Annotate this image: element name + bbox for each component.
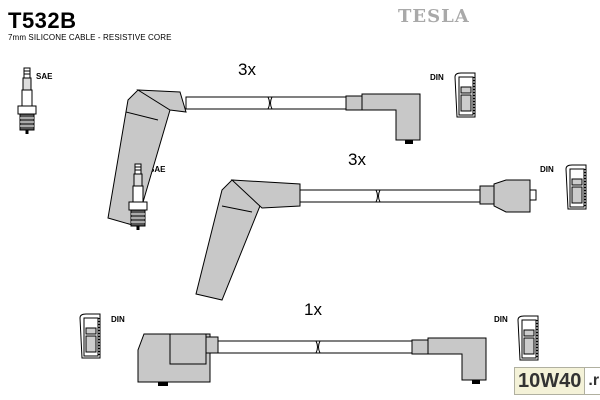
terminal-label-din-1: DIN xyxy=(430,73,444,82)
terminal-label-din-4: DIN xyxy=(494,315,508,324)
quantity-label-cable-2: 3x xyxy=(348,150,366,169)
din-terminal-icon xyxy=(454,72,476,118)
cable-description: 7mm SILICONE CABLE - RESISTIVE CORE xyxy=(8,33,172,42)
cable-1 xyxy=(17,67,476,227)
cable-2 xyxy=(128,163,587,301)
terminal-label-sae-1: SAE xyxy=(36,72,53,81)
din-terminal-icon xyxy=(79,313,101,359)
quantity-label-cable-1: 3x xyxy=(238,60,256,79)
quantity-label-cable-3: 1x xyxy=(304,300,322,319)
watermark-main: 10W40 xyxy=(515,368,585,394)
watermark-logo: 10W40 .ru xyxy=(514,367,600,395)
cable-wire-1 xyxy=(185,96,347,110)
part-number: T532B xyxy=(8,8,77,33)
angled-boot-cable-3-right xyxy=(427,337,487,381)
angled-boot-cable-1 xyxy=(361,93,421,141)
straight-boot-din-cable-2 xyxy=(493,179,531,213)
din-terminal-icon xyxy=(517,315,539,361)
terminal-label-din-3: DIN xyxy=(111,315,125,324)
cable-3 xyxy=(79,313,539,386)
terminal-label-sae-2: SAE xyxy=(149,165,166,174)
spark-plug-sae-icon xyxy=(17,67,37,135)
terminal-label-din-2: DIN xyxy=(540,165,554,174)
din-terminal-icon xyxy=(565,164,587,210)
cable-wire-3 xyxy=(217,340,431,354)
brand-logo: TESLA xyxy=(398,6,470,27)
watermark-suffix: .ru xyxy=(584,368,600,394)
cable-wire-2 xyxy=(299,189,481,203)
